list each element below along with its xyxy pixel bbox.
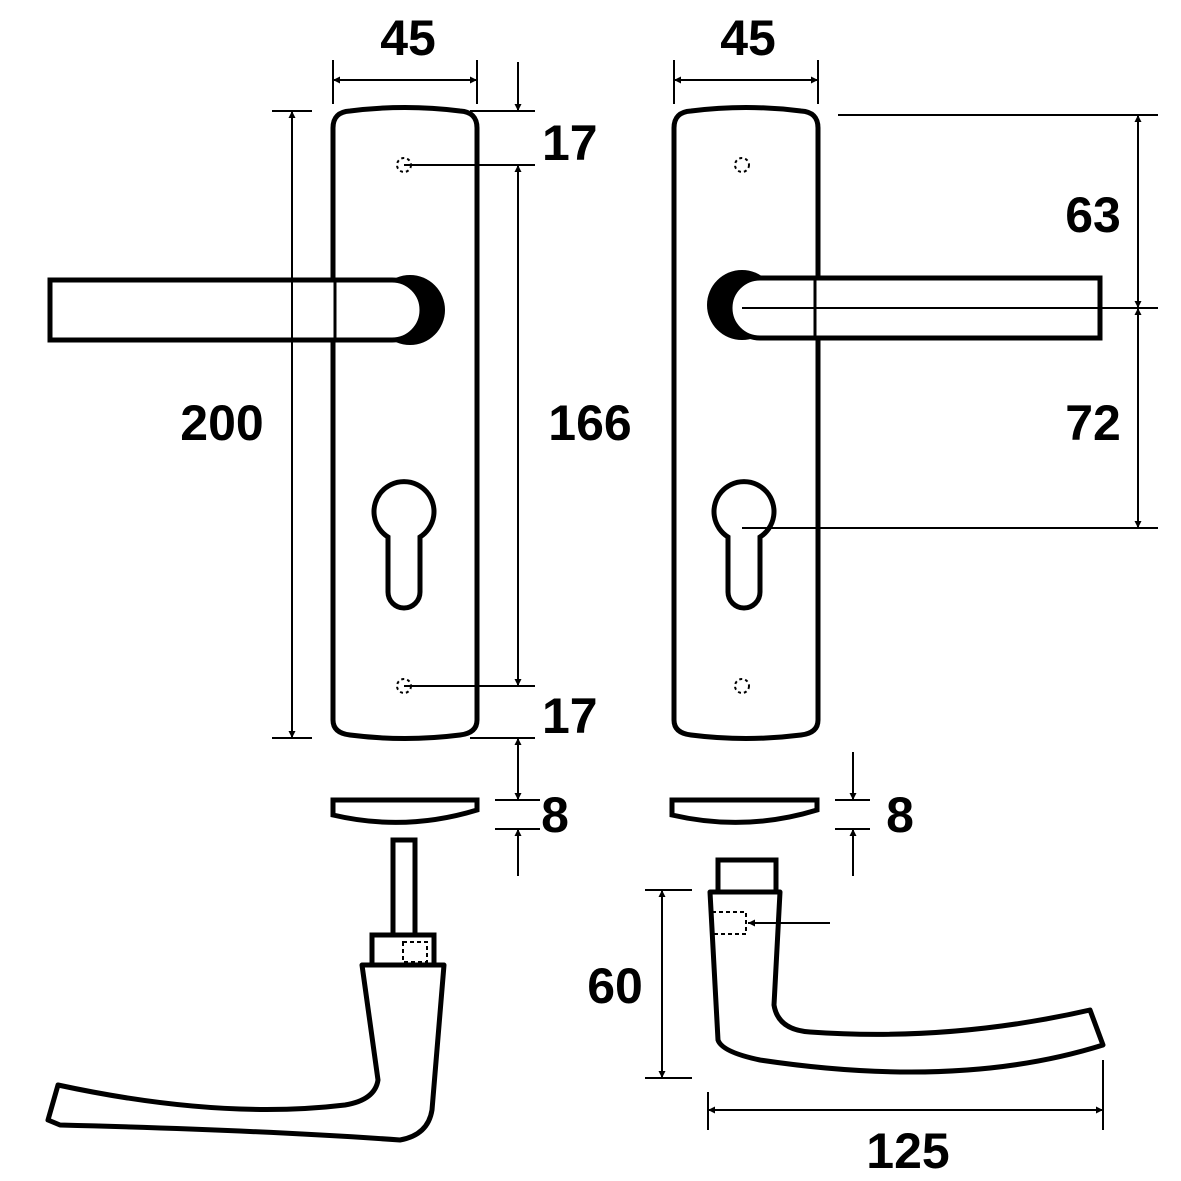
- left-rose-thickness-label: 8: [541, 787, 569, 843]
- left-lever-body: [45, 962, 447, 1143]
- right-rose-thickness-label: 8: [886, 787, 914, 843]
- left-cylinder-keyhole: [371, 479, 437, 611]
- right-front-view: 45 63 72: [671, 10, 1158, 741]
- left-lever-side-view: [45, 837, 447, 1143]
- right-lever-collar-top: [715, 857, 779, 895]
- left-top-offset-label: 17: [542, 115, 598, 171]
- right-backplate: [671, 105, 821, 741]
- lever-height-label: 60: [587, 958, 643, 1014]
- right-top-to-handle-label: 63: [1065, 187, 1121, 243]
- left-rose-side-view: 8: [330, 752, 569, 876]
- left-spindle: [390, 837, 418, 938]
- right-bottom-screw-hole: [734, 678, 750, 694]
- right-cylinder-keyhole: [711, 479, 777, 611]
- right-top-screw-hole: [734, 157, 750, 173]
- lever-length-label: 125: [866, 1123, 949, 1179]
- left-bottom-offset-label: 17: [542, 688, 598, 744]
- right-lever-body: [707, 889, 1106, 1075]
- left-total-height-label: 200: [180, 395, 263, 451]
- left-lever-handle: [47, 277, 425, 343]
- right-lever-side-view: 60 125: [587, 857, 1106, 1179]
- left-hole-spacing-label: 166: [548, 395, 631, 451]
- left-plate-width-label: 45: [380, 10, 436, 66]
- left-backplate: [330, 105, 480, 741]
- left-front-view: 45 200 17 166 17: [47, 10, 632, 785]
- right-handle-to-cylinder-label: 72: [1065, 395, 1121, 451]
- right-plate-width-label: 45: [720, 10, 776, 66]
- right-rose-side-view: 8: [669, 752, 914, 876]
